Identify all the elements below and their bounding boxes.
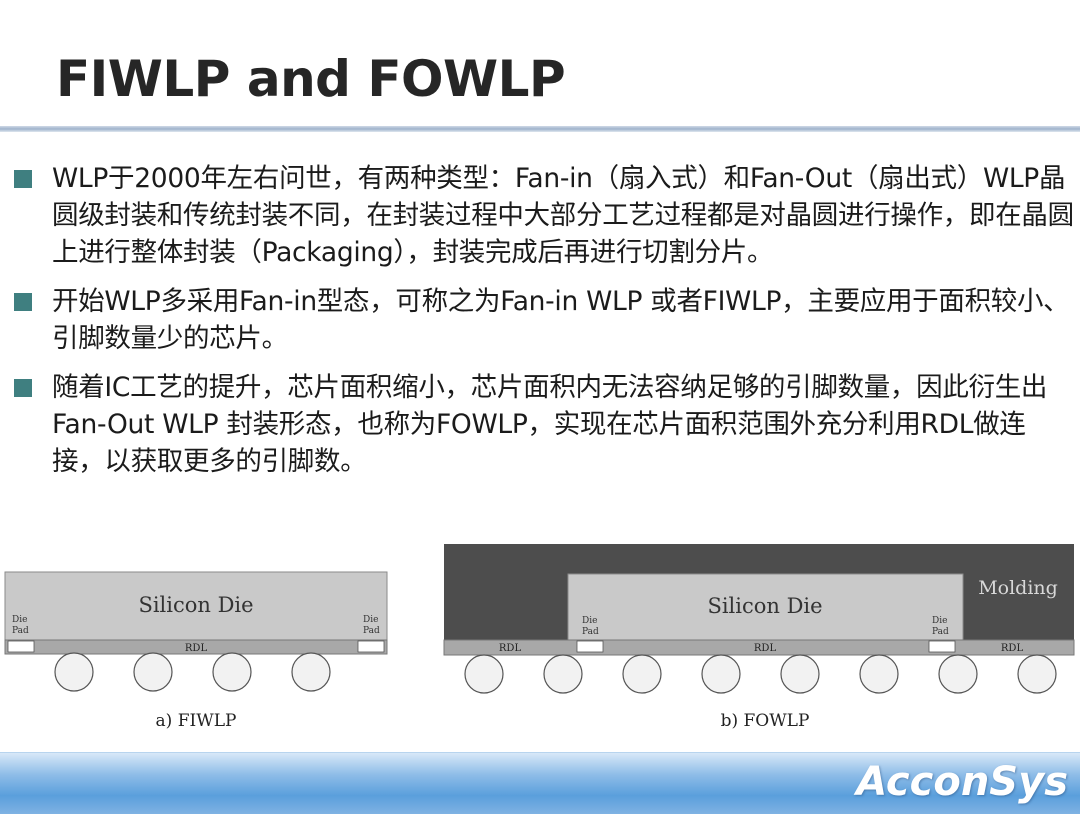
bullet-text: WLP于2000年左右问世，有两种类型：Fan-in（扇入式）和Fan-Out（…	[52, 163, 1074, 268]
rdl-layer	[4, 639, 388, 655]
square-bullet-icon	[14, 293, 32, 311]
die-pad-label: Die	[363, 615, 378, 625]
square-bullet-icon	[14, 379, 32, 397]
rdl-label: RDL	[754, 643, 777, 654]
solder-ball	[464, 654, 504, 694]
rdl-label: RDL	[499, 643, 522, 654]
solder-ball	[1017, 654, 1057, 694]
die-pad	[7, 640, 35, 653]
solder-ball	[859, 654, 899, 694]
die-pad-label: Die	[12, 615, 27, 625]
die-label: Silicon Die	[138, 593, 253, 617]
molding-label: Molding	[978, 577, 1058, 599]
die-label: Silicon Die	[707, 594, 822, 618]
solder-ball	[938, 654, 978, 694]
slide-title: FIWLP and FOWLP	[56, 50, 566, 108]
bullet-list: WLP于2000年左右问世，有两种类型：Fan-in（扇入式）和Fan-Out（…	[14, 160, 1074, 492]
rdl-label: RDL	[1001, 643, 1024, 654]
solder-ball	[133, 652, 173, 692]
die-pad-label: Die	[932, 616, 947, 626]
fiwlp-diagram: Silicon Die Die Pad Die Pad RDL a) FIWLP	[4, 571, 388, 731]
fowlp-diagram: Molding Silicon Die Die Pad Die Pad RDL …	[443, 544, 1075, 731]
footer-bar: AcconSys	[0, 752, 1080, 814]
solder-ball	[543, 654, 583, 694]
solder-ball	[622, 654, 662, 694]
rdl-label: RDL	[185, 643, 208, 654]
silicon-die	[4, 571, 388, 641]
company-logo: AcconSys	[856, 759, 1068, 805]
die-pad	[357, 640, 385, 653]
bullet-item: 开始WLP多采用Fan-in型态，可称之为Fan-in WLP 或者FIWLP，…	[14, 283, 1074, 357]
die-pad-label: Pad	[363, 626, 380, 636]
solder-ball	[291, 652, 331, 692]
solder-ball	[780, 654, 820, 694]
bullet-text: 随着IC工艺的提升，芯片面积缩小，芯片面积内无法容纳足够的引脚数量，因此衍生出F…	[52, 372, 1048, 477]
solder-ball	[54, 652, 94, 692]
die-pad-label: Pad	[12, 626, 29, 636]
bullet-item: WLP于2000年左右问世，有两种类型：Fan-in（扇入式）和Fan-Out（…	[14, 160, 1074, 271]
die-pad-label: Pad	[582, 627, 599, 637]
bullet-item: 随着IC工艺的提升，芯片面积缩小，芯片面积内无法容纳足够的引脚数量，因此衍生出F…	[14, 369, 1074, 480]
die-pad	[576, 640, 604, 653]
silicon-die	[567, 573, 964, 641]
diagram-caption: b) FOWLP	[721, 711, 810, 731]
square-bullet-icon	[14, 170, 32, 188]
die-pad	[928, 640, 956, 653]
die-pad-label: Die	[582, 616, 597, 626]
solder-ball	[701, 654, 741, 694]
title-divider	[0, 126, 1080, 132]
die-pad-label: Pad	[932, 627, 949, 637]
diagram-caption: a) FIWLP	[156, 711, 237, 731]
bullet-text: 开始WLP多采用Fan-in型态，可称之为Fan-in WLP 或者FIWLP，…	[52, 286, 1070, 354]
solder-ball	[212, 652, 252, 692]
